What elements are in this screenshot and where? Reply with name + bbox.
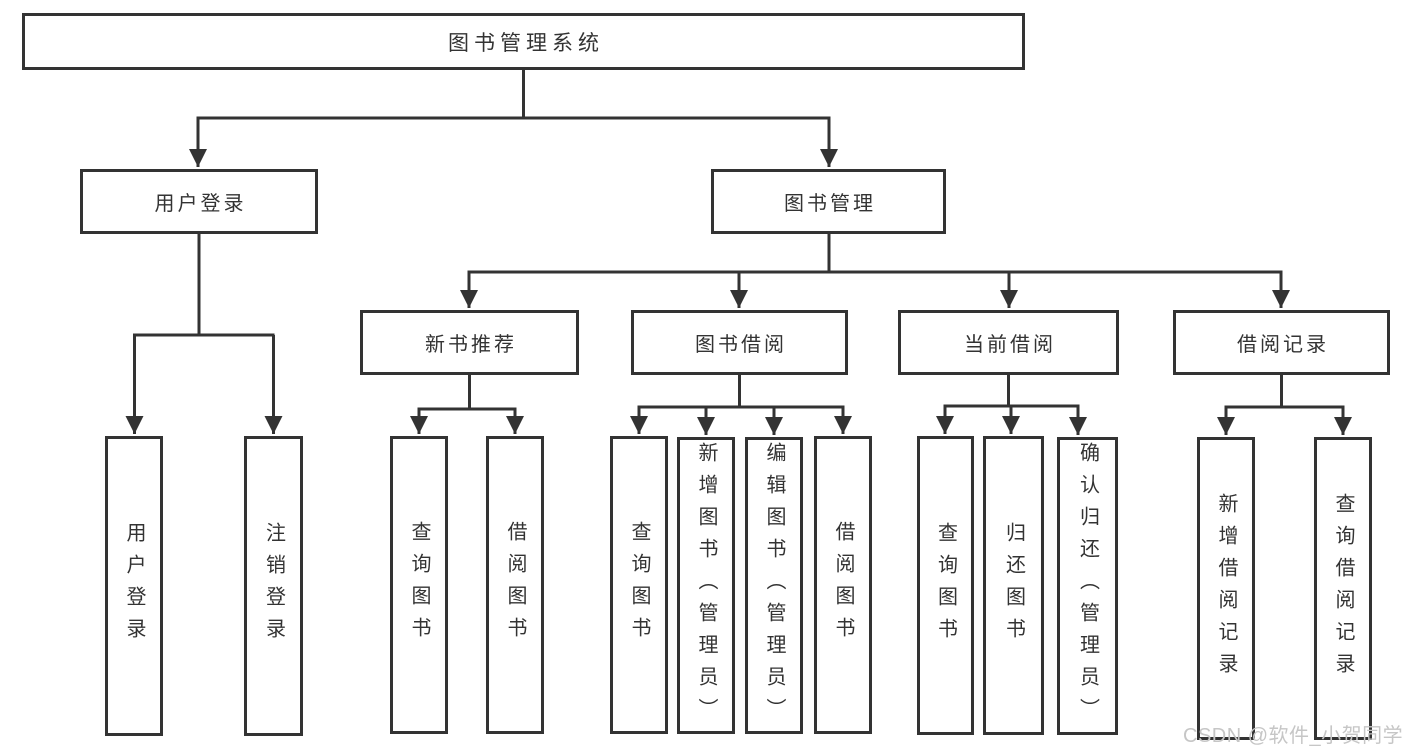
leaf-query-books-recommend: 查询图书 — [390, 436, 448, 734]
node-borrowing-records: 借阅记录 — [1173, 310, 1390, 375]
leaf-query-borrow-record: 查询借阅记录 — [1314, 437, 1372, 740]
node-new-book-recommendation: 新书推荐 — [360, 310, 579, 375]
node-user-login: 用户登录 — [80, 169, 318, 234]
leaf-query-books-borrow: 查询图书 — [610, 436, 668, 734]
leaf-return-books: 归还图书 — [983, 436, 1044, 735]
node-current-borrowing: 当前借阅 — [898, 310, 1119, 375]
node-book-borrowing: 图书借阅 — [631, 310, 848, 375]
node-library-management-system: 图书管理系统 — [22, 13, 1025, 70]
leaf-query-books-current: 查询图书 — [917, 436, 974, 735]
leaf-add-book-admin: 新增图书（管理员） — [677, 437, 735, 734]
leaf-borrow-books-recommend: 借阅图书 — [486, 436, 544, 734]
leaf-confirm-return-admin: 确认归还（管理员） — [1057, 437, 1118, 735]
watermark: CSDN @软件_小贺同学 — [1183, 725, 1404, 747]
node-book-management: 图书管理 — [711, 169, 946, 234]
leaf-add-borrow-record: 新增借阅记录 — [1197, 437, 1255, 740]
leaf-logout: 注销登录 — [244, 436, 303, 736]
leaf-borrow-books: 借阅图书 — [814, 436, 872, 734]
leaf-edit-book-admin: 编辑图书（管理员） — [745, 437, 803, 734]
leaf-user-login: 用户登录 — [105, 436, 163, 736]
